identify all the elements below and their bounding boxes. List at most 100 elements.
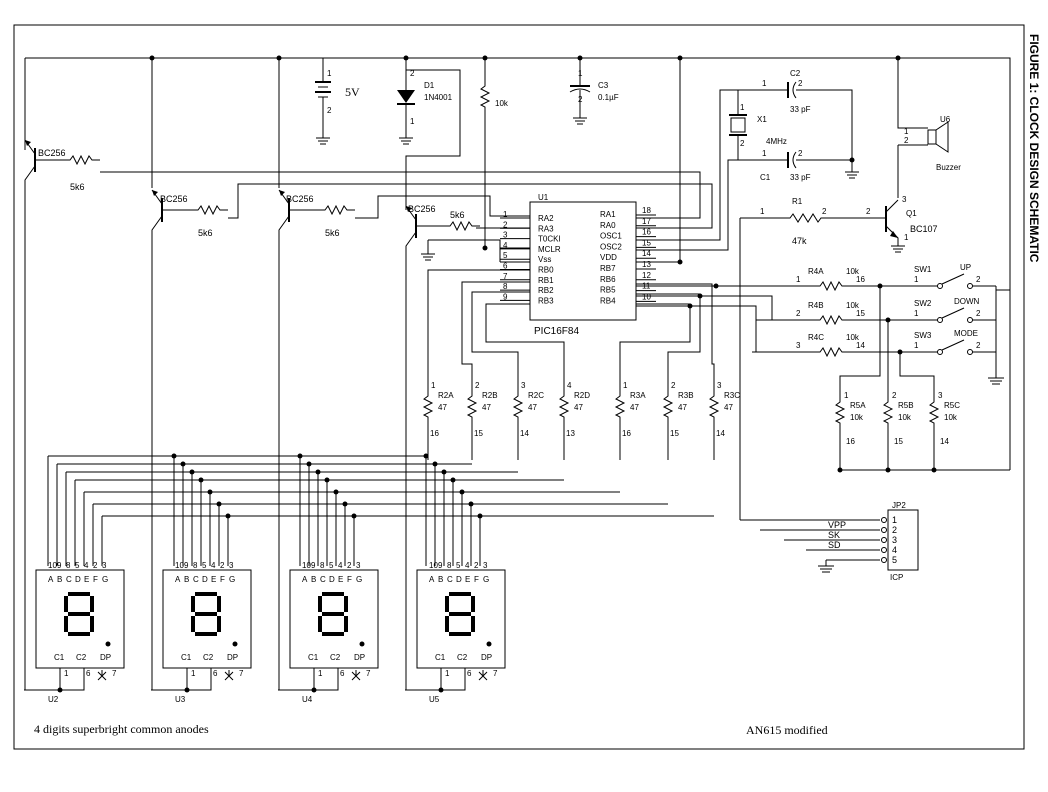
display-bottom-label: DP [354,653,365,662]
display-seg-label: A [429,575,435,584]
switch-res-ref: R4C [808,333,824,342]
display-bottom-pin: 1 [64,669,69,678]
driver-part: BC256 [160,194,188,204]
driver-res: 5k6 [325,228,340,238]
mcu-pin-num: 1 [503,210,508,219]
display-seg-label: G [356,575,362,584]
mcu-pin-num: 10 [642,292,651,301]
display-pin: 2 [347,561,352,570]
display-pin: 9 [311,561,316,570]
pd-value: 10k [898,413,912,422]
res-pin: 2 [475,381,480,390]
res-value: 47 [482,403,491,412]
mcu-pin-name: OSC2 [600,242,622,251]
display-bottom-label: C2 [76,653,87,662]
switch-pin-b: 15 [856,309,865,318]
mcu-pin-name: OSC1 [600,232,622,241]
driver-res: 5k6 [198,228,213,238]
display-seg-label: F [474,575,479,584]
display-pin: 8 [193,561,198,570]
switch-pin-b: 14 [856,341,865,350]
switch-ref: SW2 [914,299,932,308]
display-bottom-pin: 7 [366,669,371,678]
svg-text:2: 2 [327,106,332,115]
display-bottom-pin: 1 [445,669,450,678]
display-seg-label: G [483,575,489,584]
pd-pin: 16 [846,437,855,446]
display-seg-label: C [66,575,72,584]
res-pin: 3 [521,381,526,390]
q1-part: BC107 [910,224,938,234]
display-seg-label: B [438,575,443,584]
svg-text:2: 2 [798,149,803,158]
display-seg-label: A [48,575,54,584]
display-seg-label: A [302,575,308,584]
svg-text:2: 2 [578,95,583,104]
mcu-pin-name: RB7 [600,264,616,273]
driver-res: 5k6 [450,210,465,220]
switch-ref: SW1 [914,265,932,274]
res-value: 47 [630,403,639,412]
res-value: 47 [724,403,733,412]
display-pin: 4 [465,561,470,570]
display-pin: 8 [320,561,325,570]
mcu-pin-num: 9 [503,292,508,301]
display-bottom-label: C2 [203,653,214,662]
pd-pin: 2 [892,391,897,400]
mcu-ref: U1 [538,193,549,202]
res-pin: 15 [474,429,483,438]
switch-pin: 2 [976,309,981,318]
mcu-pin-name: RB1 [538,276,554,285]
mcu-pin-num: 7 [503,272,508,281]
display-pin: 10 [302,561,311,570]
display-pin: 4 [211,561,216,570]
svg-text:2: 2 [904,136,909,145]
pd-pin: 1 [844,391,849,400]
switch-label: MODE [954,329,978,338]
switch-res-value: 10k [846,301,860,310]
pd-value: 10k [850,413,864,422]
r1-value: 47k [792,236,807,246]
display-pin: 3 [483,561,488,570]
driver-part: BC256 [408,204,436,214]
res-pin: 1 [623,381,628,390]
footer-left: 4 digits superbright common anodes [34,722,209,736]
display-seg-label: D [75,575,81,584]
c3-value: 0.1µF [598,93,619,102]
display-bottom-pin: 6 [467,669,472,678]
display-bottom-pin: 6 [213,669,218,678]
display-pin: 8 [66,561,71,570]
display-bottom-pin: 6 [86,669,91,678]
display-seg-label: F [347,575,352,584]
res-pin: 15 [670,429,679,438]
driver-res: 5k6 [70,182,85,192]
res-pin: 16 [622,429,631,438]
switch-pin-b: 16 [856,275,865,284]
footer-right: AN615 modified [746,723,828,737]
svg-text:2: 2 [798,79,803,88]
display-bottom-label: C1 [181,653,192,662]
display-bottom-label: C2 [457,653,468,662]
battery-label: 5V [345,85,360,99]
pd-pin: 15 [894,437,903,446]
svg-text:2: 2 [822,207,827,216]
frame-border [13,24,1025,750]
display-seg-label: D [329,575,335,584]
display-pin: 3 [356,561,361,570]
icp-signal: VPP [828,520,846,530]
display-seg-label: E [465,575,470,584]
res-value: 47 [438,403,447,412]
display-pin: 3 [229,561,234,570]
display-pin: 9 [438,561,443,570]
icp-name: ICP [890,573,903,582]
icp-signal: SK [828,530,840,540]
pullup-value: 10k [495,99,509,108]
icp-pin: 5 [892,555,897,565]
crystal-value: 4MHz [766,137,787,146]
display-bottom-label: DP [481,653,492,662]
driver-transistor: BC256 5k6 [151,189,228,690]
